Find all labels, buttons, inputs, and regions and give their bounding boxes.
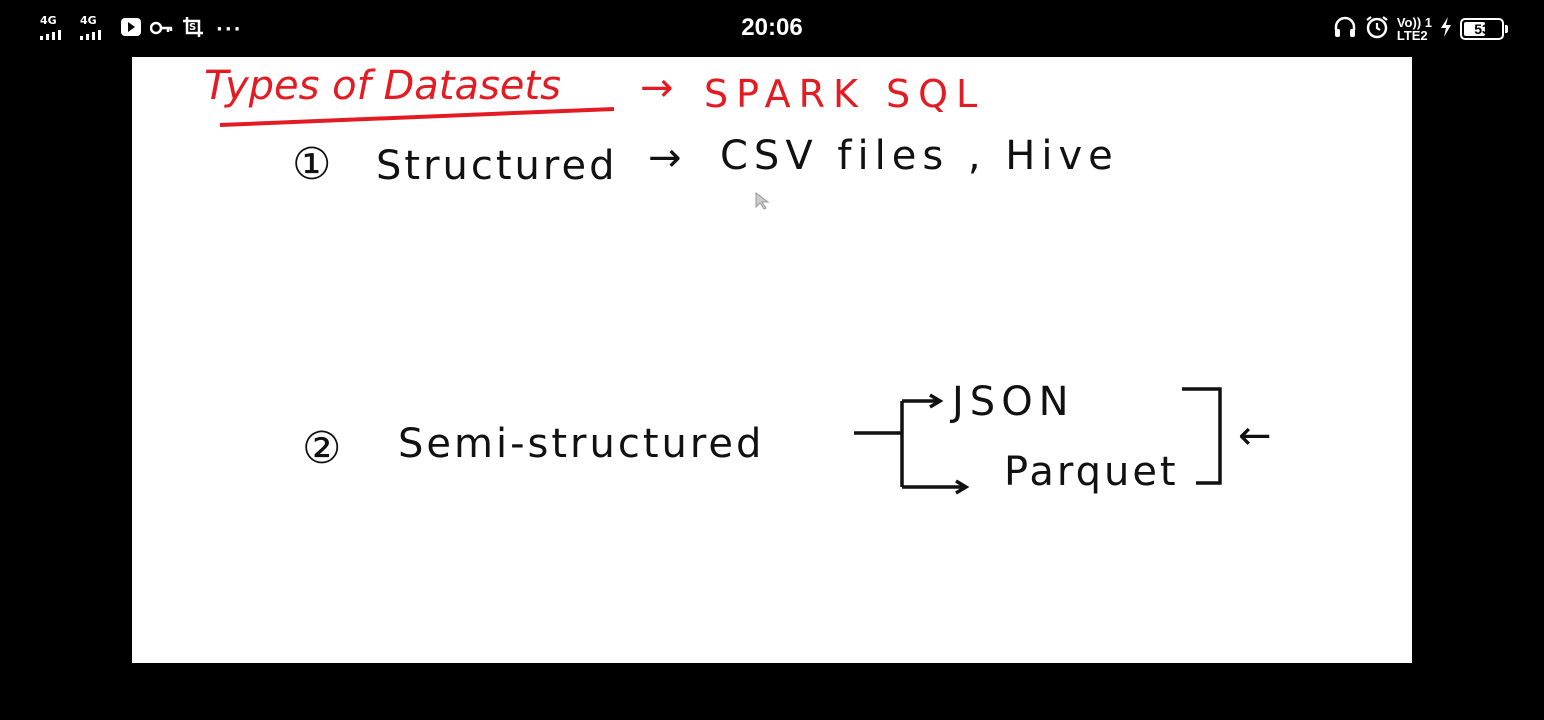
battery-level: 53	[1474, 21, 1490, 37]
status-left-icons: 4G 4G S ···	[40, 14, 243, 44]
key-icon	[149, 20, 174, 39]
title-underline	[219, 107, 615, 127]
network-type-1: 4G	[40, 14, 57, 27]
cursor-icon	[755, 192, 770, 210]
whiteboard-title: Types of Datasets	[204, 63, 561, 109]
more-icon: ···	[216, 18, 243, 40]
volte-indicator: Vo)) 1 LTE2	[1397, 16, 1432, 42]
youtube-icon	[120, 17, 142, 41]
signal-icon: 4G	[80, 14, 112, 42]
status-bar: 4G 4G S ··· 20:06 Vo)) 1 LTE2	[0, 0, 1544, 56]
right-bracket	[1182, 387, 1222, 485]
battery-icon: 53	[1460, 18, 1508, 40]
battery-fill	[1464, 22, 1486, 36]
item2-pointer: ←	[1238, 413, 1272, 459]
video-frame[interactable]: Types of Datasets → SPARK SQL ① Structur…	[132, 57, 1412, 663]
item2-branch-parquet: Parquet	[1004, 449, 1179, 495]
network-type-2: 4G	[80, 14, 97, 27]
clock: 20:06	[741, 14, 803, 41]
item1-arrow: →	[648, 135, 682, 181]
item2-label: Semi-structured	[398, 421, 764, 467]
charging-icon	[1440, 17, 1452, 41]
signal-icon: 4G	[40, 14, 72, 42]
item1-examples: CSV files , Hive	[720, 133, 1119, 179]
volte-top: Vo)) 1	[1396, 15, 1432, 30]
item1-label: Structured	[376, 143, 617, 189]
branch-connector	[854, 393, 970, 495]
item2-number: ②	[302, 423, 341, 474]
title-target: SPARK SQL	[704, 72, 985, 116]
status-right-icons: Vo)) 1 LTE2 53	[1333, 14, 1508, 44]
alarm-icon	[1365, 15, 1389, 43]
item2-branch-json: JSON	[949, 379, 1075, 425]
whiteboard-canvas: Types of Datasets → SPARK SQL ① Structur…	[204, 63, 1272, 495]
svg-text:S: S	[189, 22, 196, 33]
headphones-icon	[1333, 15, 1357, 43]
screenshot-icon: S	[182, 16, 204, 42]
item1-number: ①	[292, 139, 331, 190]
volte-bottom: LTE2	[1396, 28, 1428, 43]
title-arrow: →	[640, 65, 674, 111]
